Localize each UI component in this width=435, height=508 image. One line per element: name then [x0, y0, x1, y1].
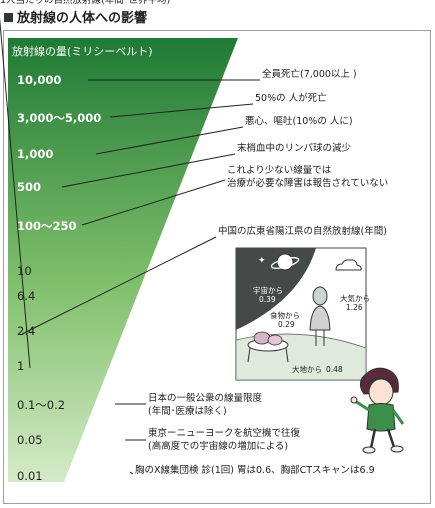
dose-value-3: 500 — [17, 180, 42, 194]
effect-note-10: 東京ーニューヨークを航空機で往復 (高高度での宇宙線の増加による) — [148, 427, 300, 453]
dose-value-0: 10,000 — [17, 73, 62, 87]
title-square-icon — [4, 13, 13, 22]
dose-value-2: 1,000 — [17, 147, 54, 161]
effect-note-line: (年間･医療は除く) — [148, 406, 227, 417]
effect-note-line: (高高度での宇宙線の増加による) — [148, 441, 289, 452]
leader-line-4 — [81, 179, 226, 226]
leader-lines — [0, 17, 260, 475]
person-silhouette-icon — [309, 286, 331, 346]
cloud-icon — [335, 259, 362, 271]
star-icon: ✦ — [258, 256, 266, 266]
leader-line-1 — [109, 103, 254, 118]
effect-note-line: これより少ない線量では — [227, 165, 332, 176]
source-space-value: 0.39 — [259, 295, 276, 304]
unit-label: 放射線の量(ミリシーベルト) — [12, 45, 153, 58]
content-frame — [3, 30, 431, 504]
effect-note-line: 胸のX線集団検 診(1回) 胃は0.6、胸部CTスキャンは6.9 — [135, 465, 375, 476]
source-food-label: 食物から — [270, 310, 300, 320]
effect-note-line: 末梢血中のリンパ球の減少 — [237, 143, 352, 154]
dose-value-8: 1 — [17, 359, 25, 373]
effect-note-1: 50%の 人が死亡 — [255, 92, 327, 105]
planet-icon — [270, 253, 300, 271]
leader-line-7 — [0, 17, 31, 369]
effect-note-3: 末梢血中のリンパ球の減少 — [237, 142, 351, 155]
leader-line-3 — [61, 153, 236, 188]
effect-note-2: 悪心、嘔吐(10%の 人に) — [245, 115, 353, 128]
source-food-value: 0.29 — [278, 320, 295, 329]
dose-wedge — [8, 38, 238, 482]
star-icon: ✦ — [306, 270, 312, 278]
effect-note-line: 東京ーニューヨークを航空機で往復 — [148, 428, 301, 439]
effect-note-line: 中国の広東省陽江県の自然放射線(年間) — [218, 226, 387, 237]
dose-value-7: 2.4 — [17, 324, 36, 338]
dose-value-10: 0.05 — [17, 433, 43, 447]
effect-note-line: 日本の一般公衆の線量限度 — [148, 393, 263, 404]
effect-note-7: 1人当たりの自然放射線(年間･世界平均) — [0, 0, 170, 7]
dose-value-11: 0.01 — [17, 469, 43, 483]
leader-line-11 — [129, 471, 134, 475]
title-text: 放射線の人体への影響 — [17, 11, 148, 26]
character-pointing-icon — [350, 367, 405, 454]
dose-value-5: 10 — [17, 264, 32, 278]
dose-value-6: 6.4 — [17, 289, 36, 303]
effect-note-6: 中国の広東省陽江県の自然放射線(年間) — [218, 225, 387, 238]
dose-value-9: 0.1〜0.2 — [17, 398, 66, 412]
food-plate-icon — [247, 331, 289, 363]
effect-note-line: 1人当たりの自然放射線(年間･世界平均) — [0, 0, 171, 6]
space-region — [236, 248, 316, 330]
dose-value-1: 3,000〜5,000 — [17, 111, 102, 125]
dose-value-4: 100〜250 — [17, 219, 77, 233]
effect-note-11: 胸のX線集団検 診(1回) 胃は0.6、胸部CTスキャンは6.9 — [135, 464, 375, 477]
effect-note-4: これより少ない線量では治療が必要な障害は報告されていない — [227, 164, 388, 190]
leader-line-2 — [95, 126, 244, 155]
natural-radiation-panel: ✦ ✦ 宇宙から 0.39 食物から 0.29 大気から — [235, 247, 370, 381]
effect-note-line: 悪心、嘔吐(10%の 人に) — [245, 116, 353, 127]
effect-note-line: 全員死亡(7,000以上 ) — [262, 69, 357, 80]
source-ground-value: 0.48 — [326, 365, 343, 374]
source-ground-label: 大地から — [292, 364, 322, 374]
effect-note-9: 日本の一般公衆の線量限度 (年間･医療は除く) — [148, 392, 262, 418]
source-air-label: 大気から — [340, 293, 370, 303]
effect-note-0: 全員死亡(7,000以上 ) — [262, 68, 357, 81]
effect-note-line: 50%の 人が死亡 — [255, 93, 327, 104]
source-air-value: 1.26 — [346, 303, 363, 312]
page-title: 放射線の人体への影響 — [4, 7, 147, 26]
effect-note-line: 治療が必要な障害は報告されていない — [227, 178, 389, 189]
source-space-label: 宇宙から — [253, 285, 283, 295]
leader-line-6 — [21, 236, 217, 335]
